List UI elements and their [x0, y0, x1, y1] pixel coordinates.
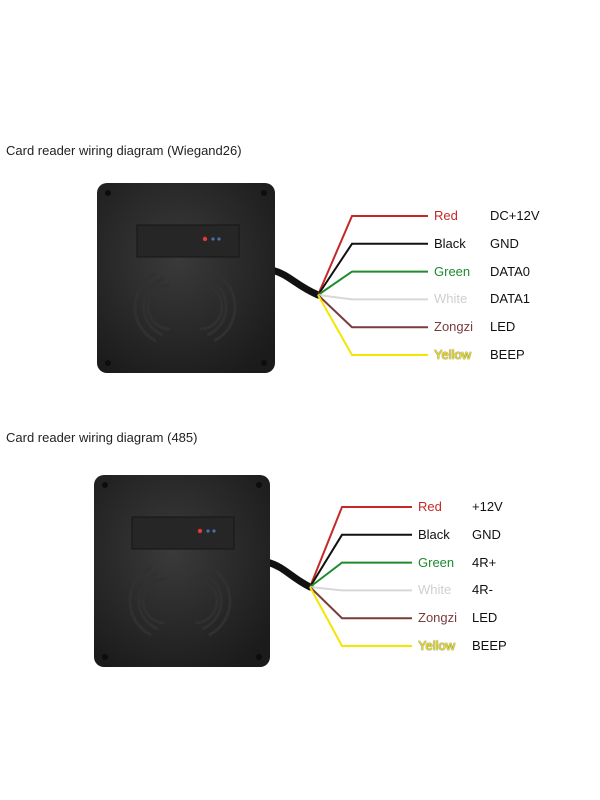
- wire-color-label-red: Red: [418, 499, 442, 514]
- wire-color-label-yellow: Yellow: [434, 347, 472, 362]
- wire-color-label-green: Green: [434, 263, 471, 279]
- card-reader-body: [94, 475, 270, 667]
- wire-color-label-red: Red: [434, 208, 458, 223]
- wire-yellow: [309, 586, 412, 647]
- diagram-title-wiegand26: Card reader wiring diagram (Wiegand26): [6, 143, 242, 158]
- wire-white: [317, 294, 428, 301]
- wire-signal-label: LED: [490, 319, 516, 335]
- wire-color-label-white: White: [434, 291, 468, 307]
- wire-green: [317, 270, 428, 296]
- wire-signal-label: BEEP: [490, 347, 525, 362]
- wire-color-label-black: Black: [434, 235, 466, 251]
- wire-zongzi: [317, 294, 428, 329]
- card-reader-illustration: [97, 183, 428, 373]
- card-reader-illustration: [94, 475, 412, 667]
- diagram-title-485: Card reader wiring diagram (485): [6, 430, 198, 445]
- wire-white: [309, 586, 412, 592]
- wire-signal-label: GND: [490, 235, 519, 251]
- wire-color-label-green: Green: [418, 554, 455, 570]
- wire-signal-label: 4R-: [472, 582, 493, 598]
- wire-black: [317, 242, 428, 296]
- wire-color-label-black: Black: [418, 526, 450, 542]
- wire-color-label-zongzi: Zongzi: [434, 319, 474, 335]
- wire-green: [309, 561, 412, 588]
- wire-signal-label: BEEP: [472, 638, 507, 653]
- wire-signal-label: DATA0: [490, 263, 530, 279]
- wire-signal-label: 4R+: [472, 554, 497, 570]
- wire-color-label-zongzi: Zongzi: [418, 610, 458, 626]
- wire-black: [309, 533, 412, 588]
- wire-signal-label: LED: [472, 610, 498, 626]
- wire-signal-label: DC+12V: [490, 208, 540, 223]
- wire-red: [309, 506, 412, 588]
- wire-signal-label: +12V: [472, 499, 503, 514]
- wire-zongzi: [309, 586, 412, 620]
- wire-color-label-yellow: Yellow: [418, 638, 456, 653]
- wire-signal-label: DATA1: [490, 291, 530, 307]
- wire-yellow: [317, 294, 428, 356]
- wire-color-label-white: White: [418, 582, 452, 598]
- wiring-diagram-485: Red +12V Black GND Green 4R+ White 4R- Zongzi LED…: [0, 467, 600, 697]
- wire-signal-label: GND: [472, 526, 501, 542]
- card-reader-body: [97, 183, 275, 373]
- wire-red: [317, 215, 428, 296]
